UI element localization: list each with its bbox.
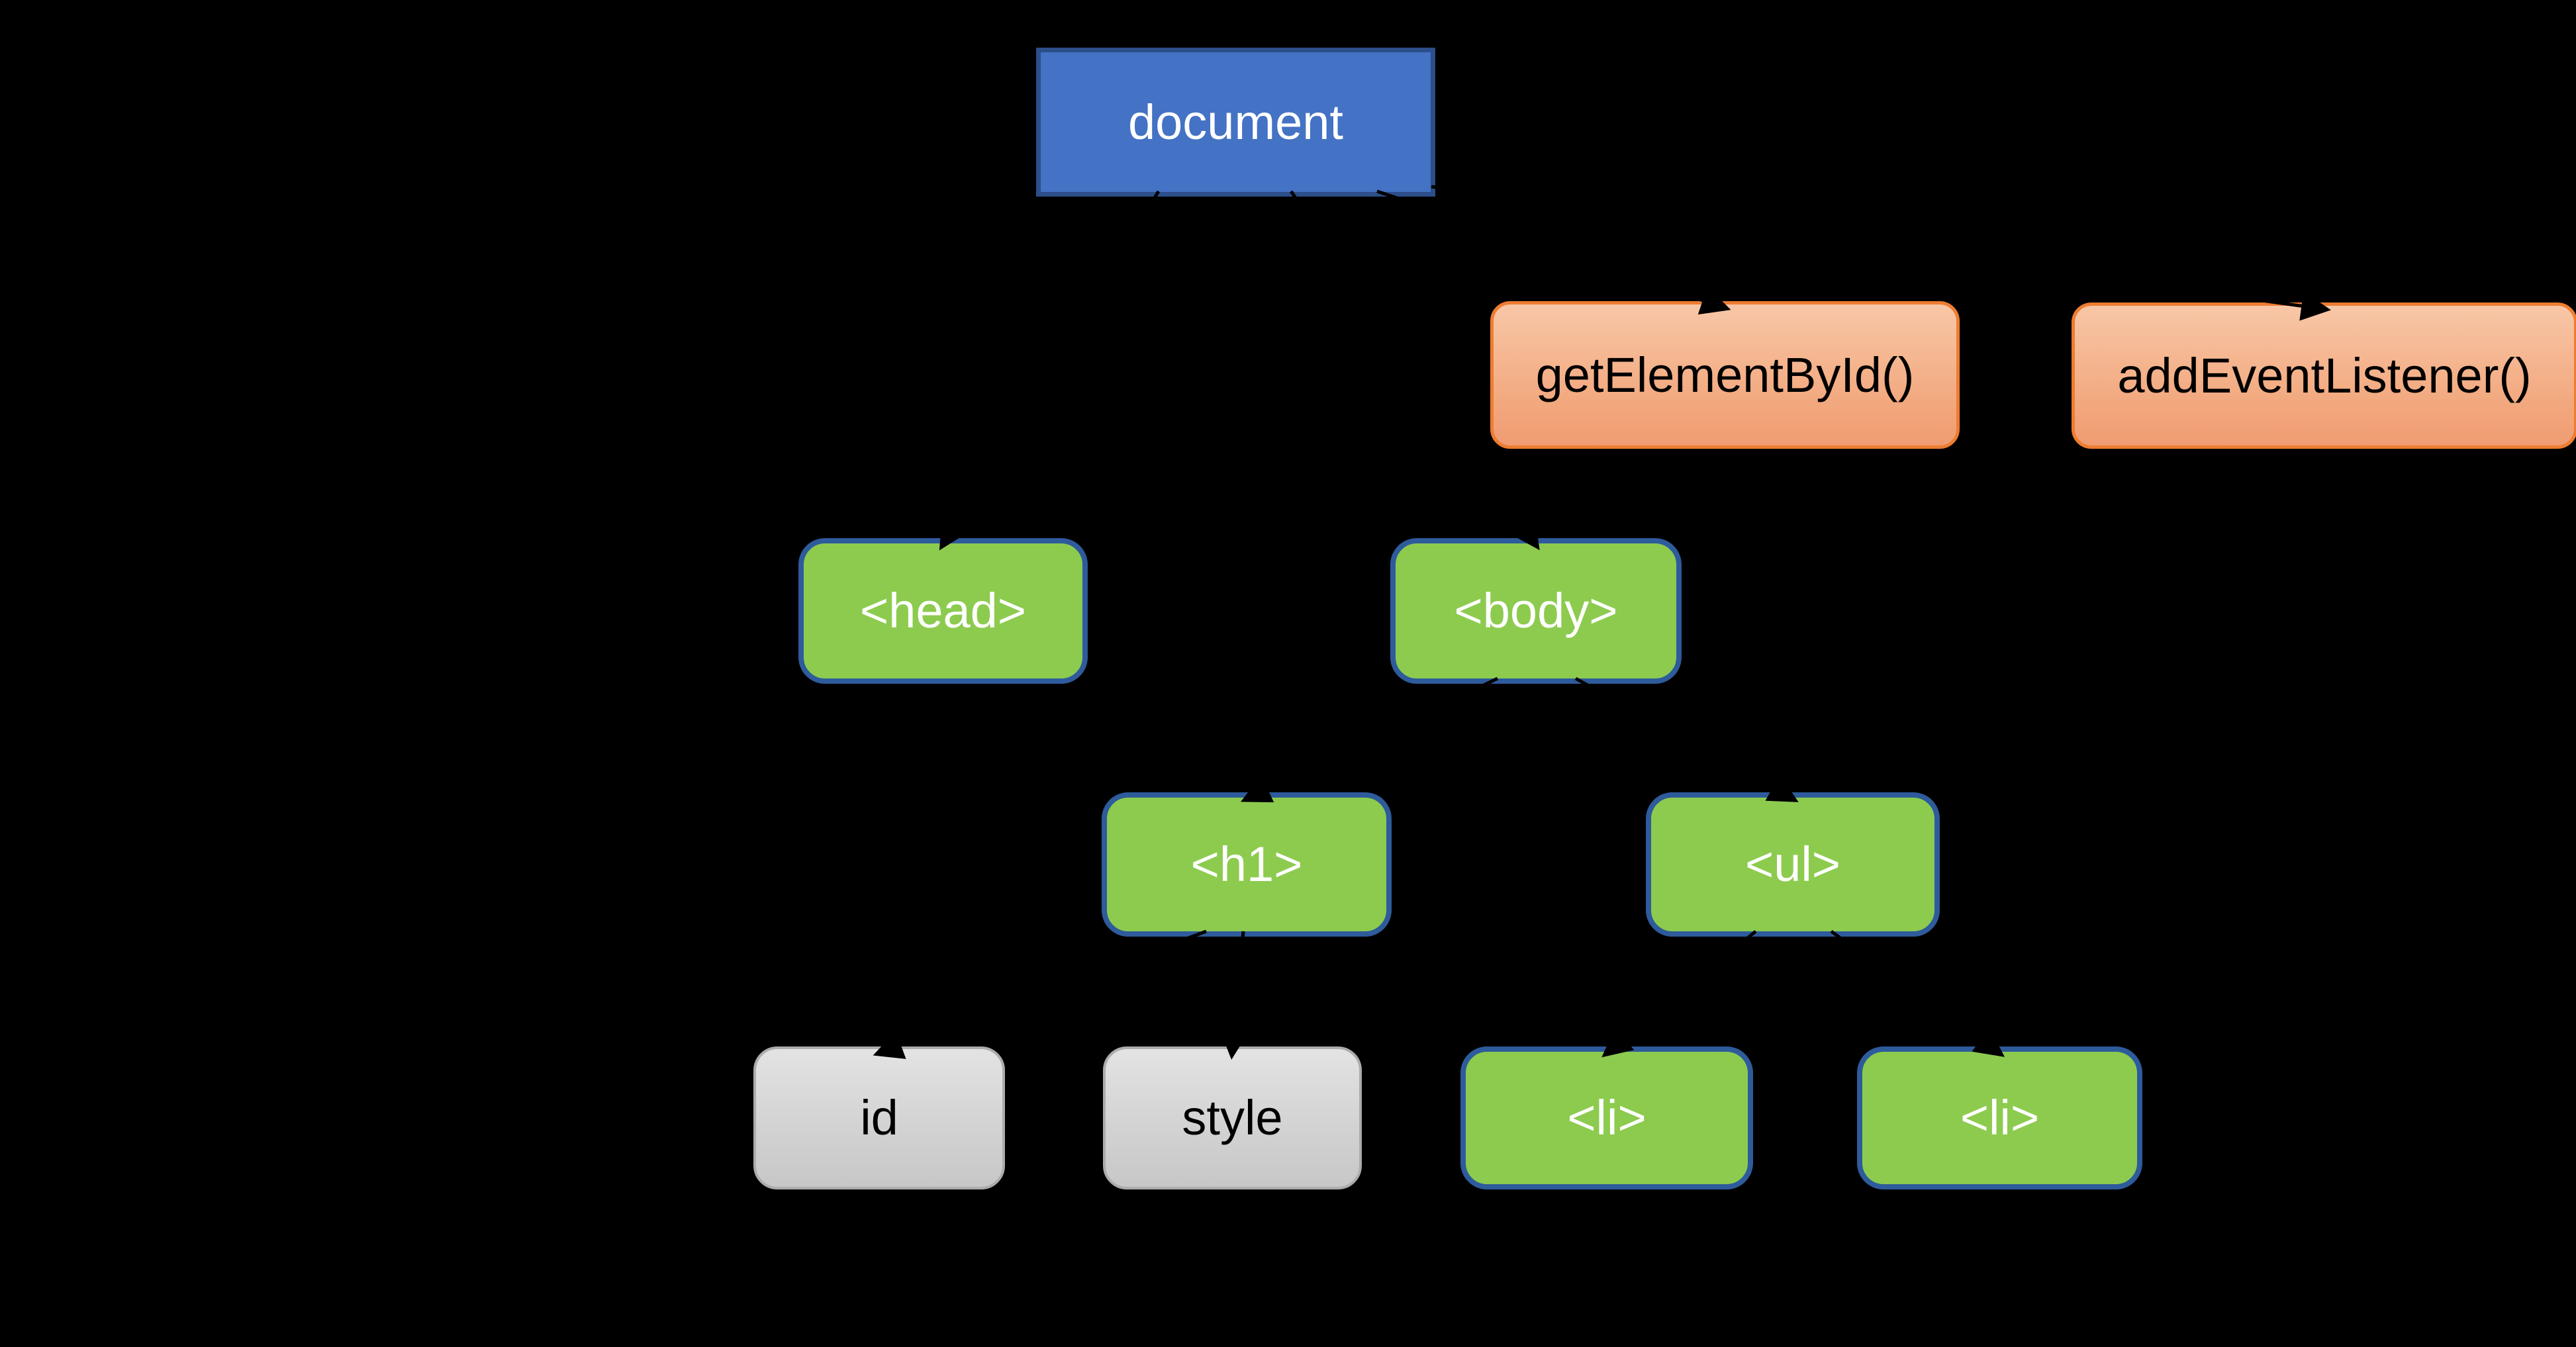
connector-body-h1 [1240, 676, 1499, 803]
node-ul-label: <ul> [1744, 837, 1841, 892]
node-h1: <h1> [1102, 792, 1392, 937]
connector-document-head [939, 190, 1161, 551]
node-getelementbyid-label: getElementById() [1535, 347, 1915, 402]
connector-ul-li-1 [1601, 930, 1757, 1058]
node-addeventlistener-label: addEventListener() [2117, 348, 2532, 403]
node-style-attribute-label: style [1182, 1090, 1283, 1145]
node-li-1-label: <li> [1567, 1090, 1646, 1145]
node-head-label: <head> [859, 583, 1027, 638]
node-li-1: <li> [1460, 1046, 1753, 1189]
node-h1-label: <h1> [1190, 837, 1303, 892]
connector-h1-id [873, 929, 1207, 1059]
node-li-2-label: <li> [1960, 1090, 2040, 1145]
node-document: document [1036, 48, 1435, 197]
node-body: <body> [1390, 538, 1682, 684]
connector-h1-style [1219, 931, 1249, 1060]
node-id-attribute: id [753, 1046, 1005, 1189]
node-id-attribute-label: id [860, 1090, 898, 1145]
node-head: <head> [798, 538, 1088, 684]
connector-document-getelementbyid [1376, 189, 1731, 315]
node-ul: <ul> [1646, 792, 1940, 937]
node-getelementbyid: getElementById() [1490, 301, 1960, 449]
node-document-label: document [1128, 94, 1343, 150]
node-style-attribute: style [1103, 1046, 1362, 1189]
node-body-label: <body> [1454, 583, 1618, 638]
connector-body-ul [1574, 676, 1799, 802]
connector-document-addeventlistener [1431, 185, 2331, 321]
node-li-2: <li> [1857, 1046, 2142, 1189]
node-addeventlistener: addEventListener() [2072, 302, 2576, 449]
connector-ul-li-2 [1830, 929, 2005, 1057]
